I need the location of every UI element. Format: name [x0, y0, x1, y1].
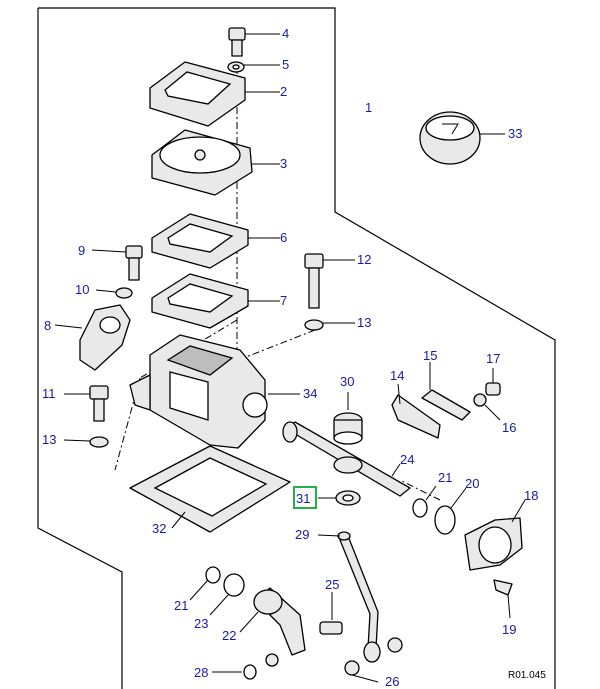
- callout-18: 18: [524, 488, 538, 503]
- part-24-selector-shaft: [282, 421, 411, 497]
- part-31-washer: [318, 490, 361, 506]
- callout-1: 1: [365, 100, 372, 115]
- part-21-circlip-right: [412, 485, 437, 518]
- callout-14: 14: [390, 368, 404, 383]
- callout-17: 17: [486, 351, 500, 366]
- callout-7: 7: [280, 293, 287, 308]
- part-29-selector-rod: [317, 531, 381, 663]
- callout-34: 34: [303, 386, 317, 401]
- part-25-bolt: [319, 592, 343, 635]
- part-21-circlip-left: [189, 566, 221, 601]
- part-17-nut: [485, 368, 501, 396]
- callout-26: 26: [385, 674, 399, 689]
- part-33-gear-knob: [419, 111, 505, 165]
- callout-11: 11: [42, 386, 56, 401]
- callout-23: 23: [194, 616, 208, 631]
- part-13-washer-right: [304, 319, 355, 331]
- part-4-bolt: [228, 27, 280, 57]
- part-12-bolt: [304, 253, 355, 309]
- part-1-selector-housing: [129, 334, 300, 449]
- part-2-top-gasket: [149, 61, 280, 127]
- part-20-o-ring: [434, 487, 467, 535]
- callout-13-left: 13: [42, 432, 56, 447]
- callout-25: 25: [325, 577, 339, 592]
- part-30-bush: [333, 392, 363, 445]
- callout-32: 32: [152, 521, 166, 536]
- callout-15: 15: [423, 348, 437, 363]
- callout-2: 2: [280, 84, 287, 99]
- part-14-bracket: [391, 383, 441, 439]
- callout-29: 29: [295, 527, 309, 542]
- callout-21-left: 21: [174, 598, 188, 613]
- callout-4: 4: [282, 26, 289, 41]
- part-10-washer: [95, 287, 133, 299]
- part-8-lever: [54, 304, 131, 371]
- part-11-bolt: [64, 385, 109, 422]
- part-13-washer-left: [63, 436, 109, 448]
- part-3-cover: [151, 129, 280, 196]
- callout-6: 6: [280, 230, 287, 245]
- callout-31: 31: [296, 491, 310, 506]
- part-9-bolt: [91, 245, 143, 281]
- part-6-gasket: [151, 213, 280, 269]
- part-26-washers: [344, 637, 403, 683]
- part-23-o-ring: [209, 573, 245, 616]
- part-28-clip: [212, 653, 279, 680]
- part-19-screw: [493, 579, 513, 619]
- callout-5: 5: [282, 57, 289, 72]
- part-22-lever: [239, 587, 306, 656]
- callout-31-highlight: [293, 486, 317, 509]
- callout-13-right: 13: [357, 315, 371, 330]
- drawing-reference: R01.045: [508, 670, 546, 681]
- part-32-base-gasket: [129, 445, 291, 533]
- callout-20: 20: [465, 476, 479, 491]
- part-16-washer: [473, 393, 501, 421]
- part-18-end-cover: [464, 499, 526, 571]
- callout-33: 33: [508, 126, 522, 141]
- assembly-boundary: [37, 7, 556, 689]
- callout-9: 9: [78, 243, 85, 258]
- part-15-plate: [421, 362, 471, 421]
- callout-30: 30: [340, 374, 354, 389]
- callout-28: 28: [194, 665, 208, 680]
- callout-labels: 1 2 3 4 5 6 7 8 9 10 11 12 13 13 14 15 1…: [42, 26, 538, 689]
- callout-12: 12: [357, 252, 371, 267]
- callout-24: 24: [400, 452, 414, 467]
- callout-21-right: 21: [438, 470, 452, 485]
- part-5-washer: [227, 61, 280, 73]
- callout-8: 8: [44, 318, 51, 333]
- callout-16: 16: [502, 420, 516, 435]
- part-7-gasket: [151, 273, 280, 329]
- callout-10: 10: [75, 282, 89, 297]
- callout-19: 19: [502, 622, 516, 637]
- callout-3: 3: [280, 156, 287, 171]
- callout-22: 22: [222, 628, 236, 643]
